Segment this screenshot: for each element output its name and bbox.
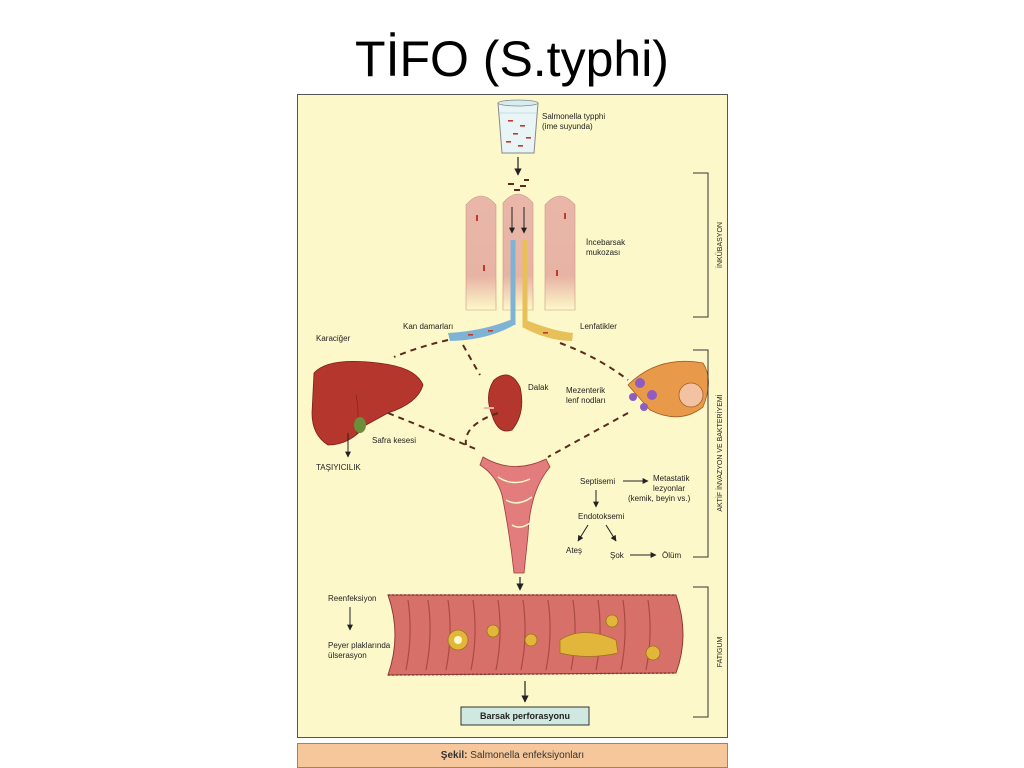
shock-label: Şok <box>610 551 625 560</box>
vessels-label: Kan damarları <box>403 322 453 331</box>
slide-title: TİFO (S.typhi) <box>355 31 669 87</box>
blood-vessel-network <box>479 456 551 574</box>
invasion-phase-label: AKTİF İNVAZYON VE BAKTERİYEMİ <box>715 394 724 511</box>
endotoxemia-label: Endotoksemi <box>578 512 624 521</box>
lymphatics-label: Lenfatikler <box>580 322 617 331</box>
carrier-label: TAŞIYICILIK <box>316 463 361 472</box>
flow-arrows <box>387 339 629 458</box>
intestine-segment <box>387 594 684 676</box>
liver <box>311 361 424 446</box>
bacteria-cluster <box>508 179 529 191</box>
mucosa-label: İncebarsak <box>586 238 626 247</box>
perforation-box <box>460 706 590 726</box>
perforation-label: Barsak perforasyonu <box>480 711 570 721</box>
figure-caption: Şekil: Salmonella enfeksiyonları <box>297 743 728 768</box>
glass-label: Salmonella typphi <box>542 112 605 121</box>
vessel-branch <box>448 320 573 341</box>
spleen-label: Dalak <box>528 383 549 392</box>
fever-label: Ateş <box>566 546 582 555</box>
typhoid-diagram: Salmonella typphi (ime suyunda) İncebars… <box>311 99 724 726</box>
diagram-panel: Salmonella typphi (ime suyunda) İncebars… <box>297 94 728 738</box>
water-glass <box>497 99 539 154</box>
metastatic-sublabel-2: (kemik, beyin vs.) <box>628 494 691 503</box>
peyer-label: Peyer plaklarında <box>328 641 391 650</box>
metastatic-sublabel-1: lezyonlar <box>653 484 685 493</box>
peyer-sublabel: ülserasyon <box>328 651 367 660</box>
death-label: Ölüm <box>662 551 681 560</box>
phase-brackets <box>693 172 709 718</box>
intestinal-villi <box>465 193 576 325</box>
mesenteric-nodes <box>627 360 709 418</box>
caption-prefix: Şekil: <box>440 750 468 761</box>
mucosa-sublabel: mukozası <box>586 248 620 257</box>
nodes-sublabel: lenf nodları <box>566 396 606 405</box>
reinfection-label: Reenfeksiyon <box>328 594 376 603</box>
septicemia-label: Septisemi <box>580 477 615 486</box>
spleen <box>484 374 523 432</box>
caption-text: Salmonella enfeksiyonları <box>470 750 585 761</box>
glass-sublabel: (ime suyunda) <box>542 122 593 131</box>
liver-label: Karaciğer <box>316 334 351 343</box>
fatigue-phase-label: FATIGUM <box>717 637 724 668</box>
incubation-phase-label: İNKÜBASYON <box>715 222 724 268</box>
gallbladder-label: Safra kesesi <box>372 436 416 445</box>
metastatic-label: Metastatik <box>653 474 690 483</box>
nodes-label: Mezenterik <box>566 386 606 395</box>
